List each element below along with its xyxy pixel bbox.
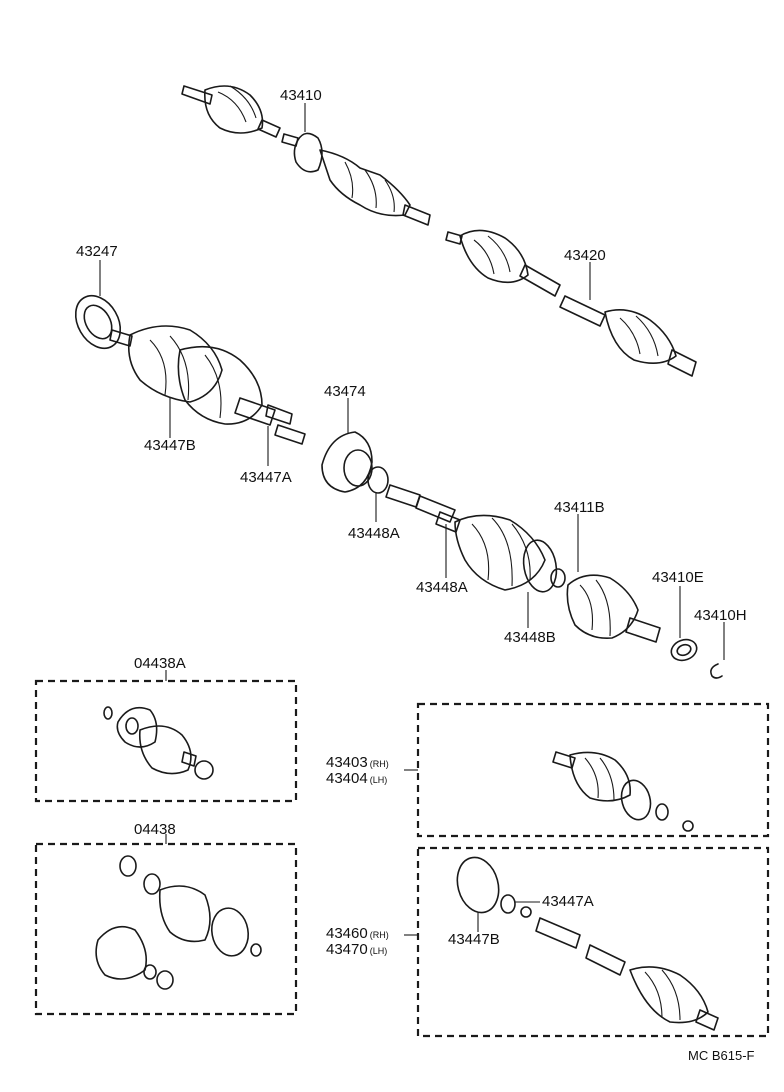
label-43403: 43403(RH) [326, 755, 389, 770]
label-43460-side: (RH) [369, 930, 389, 940]
label-43404: 43404(LH) [326, 771, 387, 786]
inner-joint-43448 [385, 484, 566, 593]
kit-box-04438A [34, 679, 298, 803]
label-43474: 43474 [324, 383, 366, 400]
kit-43403-parts [552, 751, 694, 832]
diagram-reference-code: MC B615-F [688, 1048, 755, 1063]
drive-shaft-43420 [445, 229, 697, 377]
label-43411B: 43411B [554, 499, 605, 516]
label-43420: 43420 [564, 247, 606, 264]
label-43447B-kit: 43447B [448, 931, 500, 948]
label-04438: 04438 [134, 821, 176, 838]
kit-box-43460 [416, 846, 770, 1038]
label-43404-number: 43404 [326, 770, 368, 787]
ring-43247 [74, 294, 122, 350]
leader-lines [99, 103, 725, 936]
label-43460: 43460(RH) [326, 926, 389, 941]
label-43447A-kit: 43447A [542, 893, 594, 910]
kit-43460-parts [456, 856, 719, 1031]
label-43410: 43410 [280, 87, 322, 104]
label-43247: 43247 [76, 243, 118, 260]
label-43448A-upper: 43448A [348, 525, 400, 542]
label-43447B: 43447B [144, 437, 196, 454]
label-43460-number: 43460 [326, 925, 368, 942]
label-43404-side: (LH) [369, 775, 388, 785]
label-43403-side: (RH) [369, 759, 389, 769]
label-43410H: 43410H [694, 607, 747, 624]
label-43448B: 43448B [504, 629, 556, 646]
kit-04438-parts [95, 855, 262, 990]
label-43403-number: 43403 [326, 754, 368, 771]
label-43410E: 43410E [652, 569, 704, 586]
label-04438A: 04438A [134, 655, 186, 672]
label-43448A-lower: 43448A [416, 579, 468, 596]
outer-joint-43447 [109, 325, 306, 445]
boot-and-bearing [566, 574, 723, 679]
label-43470-side: (LH) [369, 946, 388, 956]
kit-box-04438 [34, 842, 298, 1016]
kit-04438A-parts [103, 706, 214, 780]
label-43447A: 43447A [240, 469, 292, 486]
kit-box-43403 [416, 702, 770, 838]
drive-shaft-43410 [181, 85, 431, 226]
label-43470: 43470(LH) [326, 942, 387, 957]
label-43470-number: 43470 [326, 941, 368, 958]
cup-43474 [321, 431, 389, 494]
